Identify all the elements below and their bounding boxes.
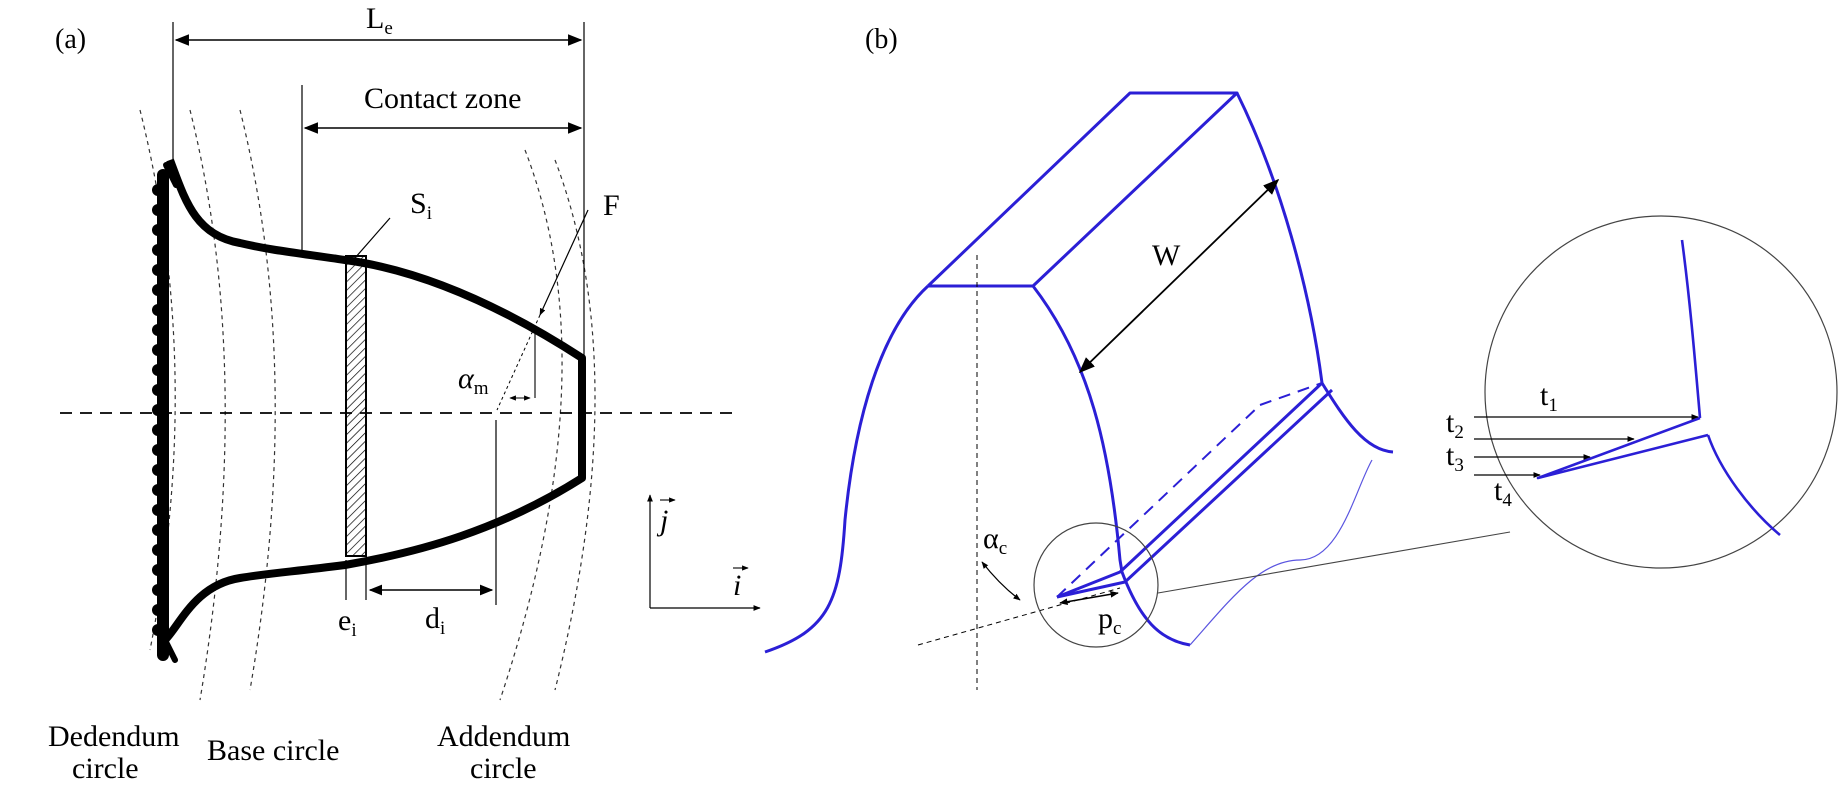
i-vector-label: i [733, 569, 741, 602]
contact-zone-label: Contact zone [364, 82, 521, 115]
addendum-circle-outer-arc [554, 159, 596, 691]
base-circle-inner-arc [189, 109, 226, 701]
hidden-edges [1056, 382, 1323, 598]
force-arrow-f [539, 209, 589, 316]
adjacent-tooth-trace [1189, 459, 1373, 646]
zoom-connector [1157, 531, 1511, 594]
base-circle-arc [239, 109, 276, 691]
panel-b-label: (b) [865, 24, 898, 55]
dedendum-label-line1: Dedendum [48, 720, 180, 753]
le-label: Le [366, 2, 393, 39]
t3-label: t3 [1446, 439, 1464, 476]
addendum-label-line2: circle [470, 752, 537, 785]
di-label: di [425, 602, 445, 639]
zoom-source-circle [1033, 522, 1159, 648]
addendum-circle-arc [499, 149, 563, 701]
slice-si [345, 255, 367, 557]
j-vector-label: j [656, 504, 668, 537]
zoom-detail-circle [1484, 215, 1838, 569]
alpha-c-arc [981, 561, 1021, 601]
si-label: Si [410, 187, 432, 224]
ei-label: ei [338, 604, 357, 641]
addendum-label-line1: Addendum [437, 720, 570, 753]
panel-a: (a) Le Contact zone [48, 2, 761, 785]
dedendum-label-line2: circle [72, 752, 139, 785]
alpha-m-label: αm [458, 362, 489, 399]
panel-b: (b) W αc pc [764, 24, 1838, 690]
cutting-plane-line [917, 587, 1121, 646]
pc-arrow [1059, 590, 1119, 606]
reference-circles [139, 109, 596, 701]
panel-a-label: (a) [55, 24, 86, 55]
w-label: W [1152, 239, 1181, 272]
width-arrow [1078, 178, 1280, 374]
root-bumps [152, 184, 164, 636]
f-label: F [603, 189, 620, 222]
t1-label: t1 [1540, 379, 1558, 416]
pc-label: pc [1098, 602, 1121, 639]
tooth-profile [162, 158, 586, 643]
base-circle-label: Base circle [207, 734, 339, 767]
t4-label: t4 [1494, 474, 1512, 511]
alpha-c-label: αc [983, 522, 1007, 559]
t2-label: t2 [1446, 406, 1464, 443]
zoom-detail: t1 t2 t3 t4 [1446, 239, 1781, 536]
